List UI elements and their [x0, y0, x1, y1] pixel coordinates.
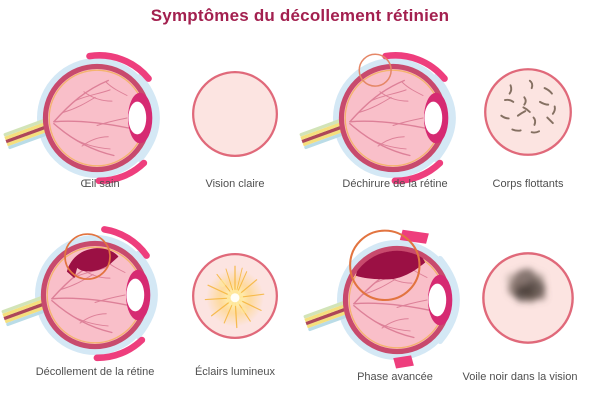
tear-highlight-circle: [358, 53, 392, 87]
dark-veil-circle: [482, 252, 574, 344]
caption-healthy-eye: Œil sain: [80, 178, 120, 190]
accent-tab-bottom: [393, 355, 414, 369]
highlight-circle: [349, 229, 421, 302]
accent-arc-bottom: [93, 336, 146, 362]
accent-tab-top: [399, 229, 429, 244]
page-title: Symptômes du décollement rétinien: [150, 6, 450, 25]
accent-arc-bottom: [391, 159, 444, 185]
detached-retina-area: [66, 248, 119, 279]
vision-field: [192, 71, 278, 157]
dark-veil-blob: [505, 268, 547, 303]
accent-arc-top: [382, 52, 448, 82]
caption-light-flashes: Éclairs lumineux: [194, 366, 276, 378]
accent-arc-top: [101, 226, 150, 259]
eye-diagram-detachment: [20, 226, 170, 362]
caption-detachment: Décollement de la rétine: [35, 366, 155, 378]
caption-dark-veil: Voile noir dans la vision: [462, 371, 578, 383]
starburst-flash: [204, 265, 265, 329]
caption-clear-vision: Vision claire: [205, 178, 265, 190]
eye-diagram-healthy: [22, 52, 172, 185]
eye-diagram-tear: [318, 52, 468, 185]
light-flashes-circle: [192, 253, 278, 339]
floater-specks: [500, 79, 556, 134]
caption-floaters: Corps flottants: [492, 178, 564, 190]
accent-arc-top: [86, 52, 152, 82]
eye-diagram-advanced: [322, 229, 472, 369]
caption-retinal-tear: Déchirure de la rétine: [342, 178, 448, 190]
vision-field: [484, 68, 572, 156]
caption-advanced-phase: Phase avancée: [357, 371, 433, 383]
vision-clear-circle: [192, 71, 278, 157]
floaters-circle: [484, 68, 572, 156]
accent-arc-bottom: [95, 159, 148, 185]
highlight-circle: [64, 233, 111, 280]
